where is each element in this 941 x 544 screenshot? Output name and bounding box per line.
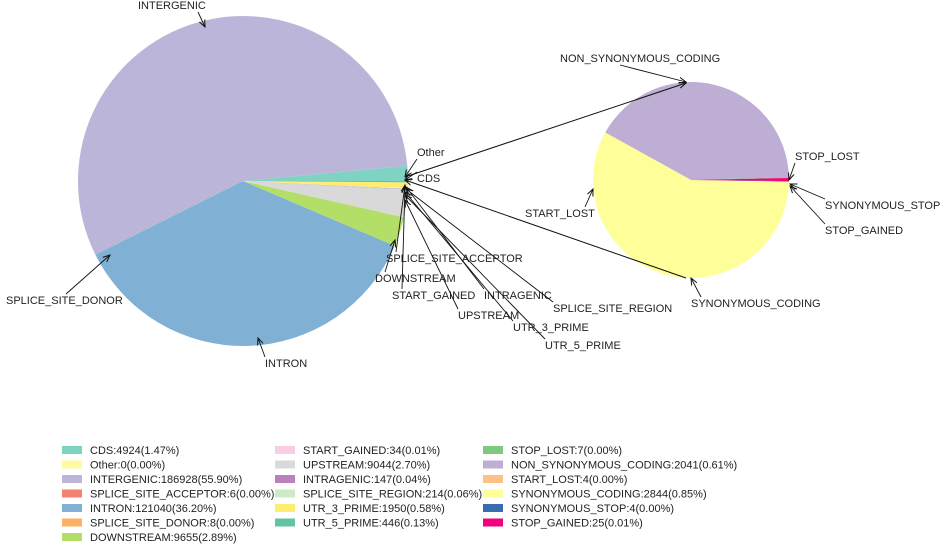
legend-entry-downstream: DOWNSTREAM:9655(2.89%) — [90, 532, 237, 544]
main-leader-downstream — [384, 240, 395, 273]
cds-slice-stop-gained — [691, 177, 789, 182]
main-callout-intergenic: INTERGENIC — [138, 0, 206, 12]
legend-entry-synonymous-coding: SYNONYMOUS_CODING:2844(0.85%) — [511, 489, 707, 501]
legend-entry-start-lost: START_LOST:4(0.00%) — [511, 474, 627, 486]
legend-swatch-utr-5-prime — [275, 518, 295, 527]
main-callout-downstream: DOWNSTREAM — [375, 273, 456, 285]
main-callout-start-gained: START_GAINED — [392, 290, 475, 302]
legend-entry-utr-3-prime: UTR_3_PRIME:1950(0.58%) — [303, 503, 445, 515]
main-callout-other: Other — [417, 147, 445, 159]
legend-swatch-downstream — [62, 533, 82, 541]
cds-leader-non-synonymous-coding — [619, 64, 686, 82]
main-slice-downstream — [243, 181, 404, 246]
legend-swatch-intergenic — [62, 475, 82, 483]
main-leader-utr-5-prime — [405, 195, 546, 340]
main-callout-splice-site-donor: SPLICE_SITE_DONOR — [6, 295, 123, 307]
main-leader-other — [405, 158, 418, 177]
cds-slice-synonymous-stop — [691, 180, 789, 182]
cds-callout-stop-gained: STOP_GAINED — [825, 225, 903, 237]
legend-swatch-cds — [62, 446, 82, 454]
cds-leader-stop-gained — [790, 186, 826, 225]
legend-entry-synonymous-stop: SYNONYMOUS_STOP:4(0.00%) — [511, 503, 674, 515]
legend-swatch-start-gained — [275, 446, 295, 454]
main-callout-utr-3-prime: UTR_3_PRIME — [513, 322, 589, 334]
main-leader-splice-site-region — [406, 189, 554, 303]
legend-entry-upstream: UPSTREAM:9044(2.70%) — [303, 460, 430, 472]
main-leader-upstream — [405, 200, 459, 310]
legend-entry-stop-lost: STOP_LOST:7(0.00%) — [511, 445, 622, 457]
legend-swatch-synonymous-stop — [483, 504, 503, 512]
main-slice-utr-5-prime — [243, 181, 408, 183]
main-leader-intergenic — [197, 11, 205, 27]
main-callout-cds: CDS — [417, 173, 440, 185]
main-leader-intragenic — [406, 187, 485, 290]
legend-swatch-synonymous-coding — [483, 489, 503, 498]
main-leader-splice-site-donor — [65, 255, 110, 295]
main-callout-upstream: UPSTREAM — [458, 310, 519, 322]
main-leader-splice-site-acceptor — [395, 185, 405, 253]
legend-entry-non-synonymous-coding: NON_SYNONYMOUS_CODING:2041(0.61%) — [511, 460, 737, 472]
legend: CDS:4924(1.47%) Other:0(0.00%) INTERGENIC:… — [62, 445, 737, 544]
legend-swatch-splice-site-region — [275, 489, 295, 498]
legend-swatch-stop-lost — [483, 446, 503, 454]
cds-breakdown-pie — [593, 81, 789, 279]
cds-callout-non-synonymous-coding: NON_SYNONYMOUS_CODING — [560, 53, 720, 65]
legend-swatch-splice-site-donor — [62, 518, 82, 527]
legend-entry-other: Other:0(0.00%) — [90, 460, 165, 472]
main-callout-splice-site-region: SPLICE_SITE_REGION — [553, 303, 672, 315]
pie-connector-lines — [404, 83, 687, 279]
main-slice-splice-site-acceptor — [95, 181, 243, 255]
main-pie — [77, 15, 408, 346]
cds-slice-synonymous-coding — [593, 132, 789, 279]
legend-entry-splice-site-region: SPLICE_SITE_REGION:214(0.06%) — [303, 489, 482, 501]
cds-slice-non-synonymous-coding — [605, 81, 789, 180]
cds-slice-stop-lost — [691, 177, 789, 180]
legend-swatch-upstream — [275, 460, 295, 469]
main-slice-splice-site-region — [243, 181, 408, 190]
cds-callout-synonymous-coding: SYNONYMOUS_CODING — [691, 298, 821, 310]
main-slice-intergenic — [77, 15, 408, 255]
main-leader-intron — [258, 338, 266, 358]
cds-leader-stop-lost — [789, 162, 796, 180]
legend-swatch-other — [62, 460, 82, 469]
main-slice-intragenic — [243, 181, 408, 190]
connector-line-bottom — [405, 180, 687, 279]
main-slice-upstream — [243, 181, 408, 218]
legend-entry-start-gained: START_GAINED:34(0.01%) — [303, 445, 440, 457]
cds-callout-synonymous-stop: SYNONYMOUS_STOP — [825, 200, 940, 212]
main-callout-intron: INTRON — [265, 358, 307, 370]
legend-entry-utr-5-prime: UTR_5_PRIME:446(0.13%) — [303, 518, 439, 530]
legend-swatch-utr-3-prime — [275, 504, 295, 512]
legend-swatch-intron — [62, 504, 82, 512]
legend-swatch-stop-gained — [483, 518, 503, 527]
legend-entry-intergenic: INTERGENIC:186928(55.90%) — [90, 474, 242, 486]
legend-entry-stop-gained: STOP_GAINED:25(0.01%) — [511, 518, 643, 530]
main-slice-start-gained — [243, 181, 404, 218]
cds-leader-synonymous-coding — [691, 278, 702, 298]
legend-entry-splice-site-acceptor: SPLICE_SITE_ACCEPTOR:6(0.00%) — [90, 489, 274, 501]
legend-entry-splice-site-donor: SPLICE_SITE_DONOR:8(0.00%) — [90, 518, 254, 530]
legend-entry-intron: INTRON:121040(36.20%) — [90, 503, 217, 515]
main-callout-splice-site-acceptor: SPLICE_SITE_ACCEPTOR — [386, 253, 523, 265]
legend-swatch-non-synonymous-coding — [483, 460, 503, 469]
legend-entry-cds: CDS:4924(1.47%) — [90, 445, 179, 457]
main-slice-utr-3-prime — [243, 181, 408, 189]
slice-callouts: CDS Other INTERGENIC SPLICE_SITE_ACCEPTOR IN… — [6, 0, 940, 370]
main-slice-cds — [243, 165, 408, 181]
legend-swatch-start-lost — [483, 475, 503, 483]
cds-slice-start-lost — [605, 132, 691, 180]
main-callout-utr-5-prime: UTR_5_PRIME — [545, 340, 621, 352]
cds-leader-start-lost — [584, 189, 593, 208]
legend-entry-intragenic: INTRAGENIC:147(0.04%) — [303, 474, 431, 486]
legend-swatch-intragenic — [275, 475, 295, 483]
cds-callout-stop-lost: STOP_LOST — [795, 151, 860, 163]
main-callout-intragenic: INTRAGENIC — [484, 290, 552, 302]
connector-line-top — [404, 83, 686, 178]
main-slice-splice-site-donor — [243, 181, 395, 246]
legend-swatch-splice-site-acceptor — [62, 489, 82, 498]
cds-callout-start-lost: START_LOST — [525, 208, 595, 220]
main-slice-intron — [95, 181, 395, 346]
